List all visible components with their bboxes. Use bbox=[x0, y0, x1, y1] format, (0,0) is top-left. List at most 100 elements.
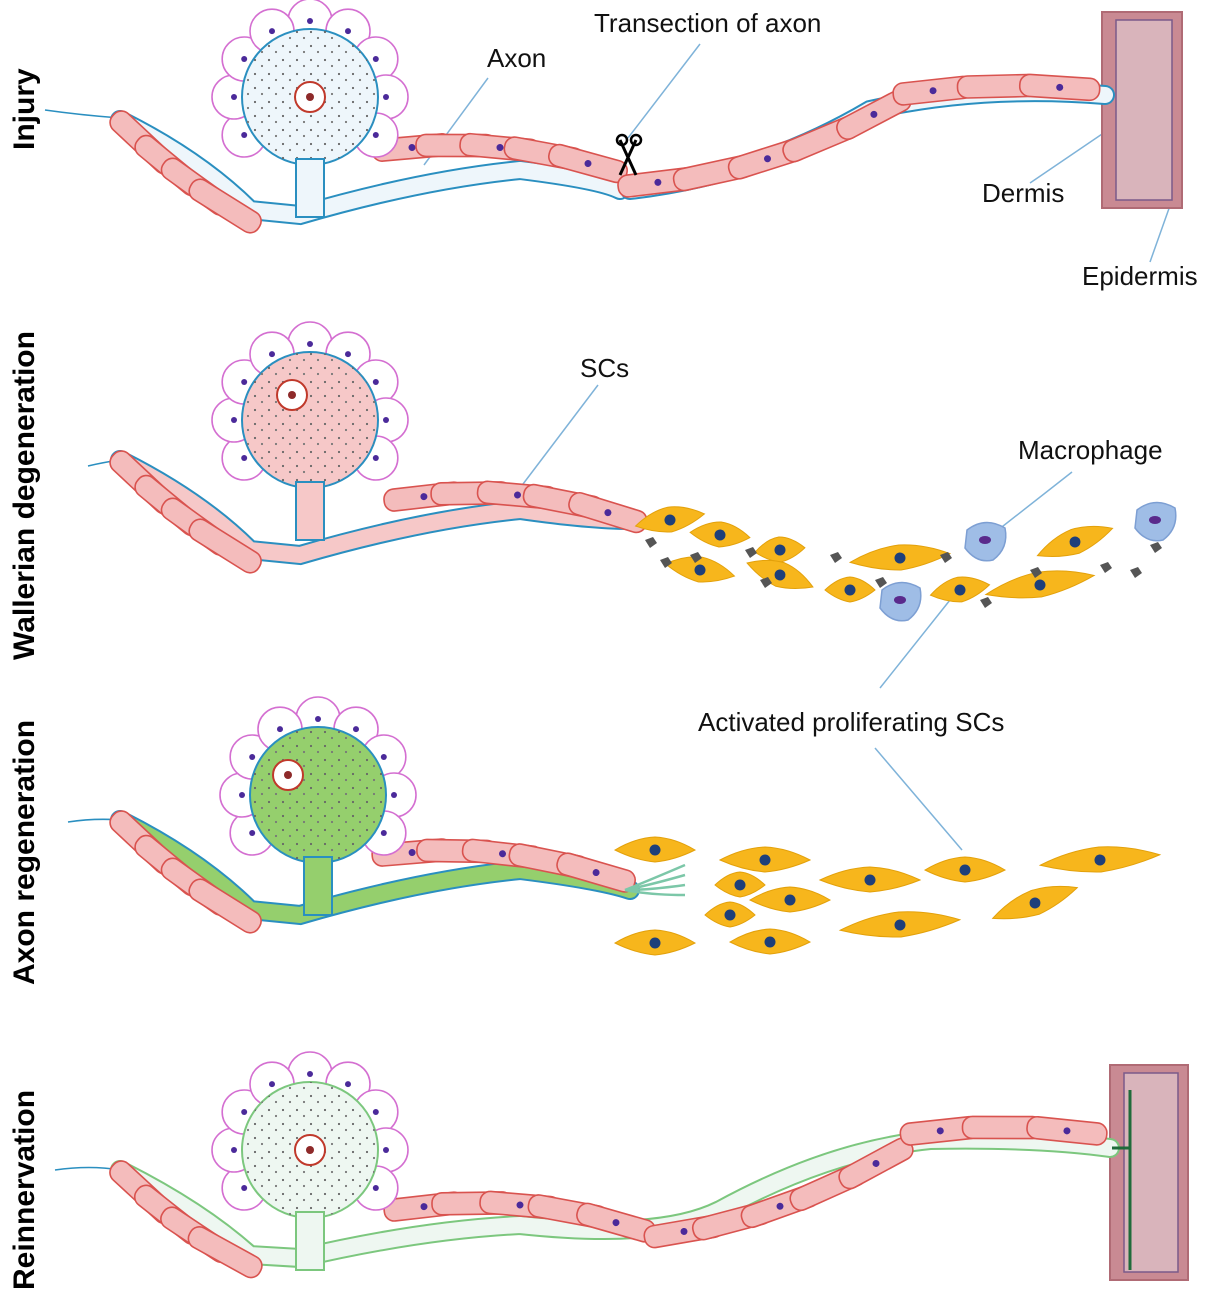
satellite-nucleus bbox=[239, 792, 245, 798]
schwann-nucleus bbox=[408, 849, 416, 857]
activated-schwann-cell bbox=[984, 570, 1096, 599]
schwann-nucleus bbox=[1056, 83, 1064, 91]
activated-schwann-cell bbox=[689, 521, 751, 548]
activated-sc-nucleus bbox=[784, 894, 796, 906]
schwann-nucleus bbox=[936, 1127, 944, 1135]
nerve-fiber bbox=[112, 452, 638, 564]
activated-schwann-cell bbox=[824, 576, 876, 603]
satellite-nucleus bbox=[383, 94, 389, 100]
activated-sc-nucleus bbox=[774, 569, 786, 581]
satellite-nucleus bbox=[383, 417, 389, 423]
satellite-nucleus bbox=[241, 379, 248, 385]
activated-sc-nucleus bbox=[1034, 579, 1046, 591]
activated-sc-nucleus bbox=[764, 936, 776, 948]
activated-sc-nucleus bbox=[774, 544, 786, 556]
activated-sc-nucleus bbox=[1069, 536, 1081, 548]
satellite-nucleus bbox=[231, 1147, 237, 1153]
activated-schwann-cell bbox=[748, 886, 832, 913]
satellite-nucleus bbox=[307, 1071, 313, 1077]
schwann-nucleus bbox=[929, 87, 937, 95]
satellite-nucleus bbox=[269, 1081, 275, 1088]
schwann-nucleus bbox=[776, 1202, 784, 1210]
proximal-axon-tail bbox=[44, 109, 121, 119]
activated-schwann-cell bbox=[1036, 525, 1114, 558]
schwann-nucleus bbox=[1063, 1127, 1071, 1135]
activated-schwann-cell bbox=[613, 929, 697, 956]
label-macrophage: Macrophage bbox=[1018, 435, 1163, 465]
activated-schwann-cell bbox=[754, 536, 806, 563]
myelin-debris bbox=[660, 557, 672, 568]
satellite-nucleus bbox=[231, 94, 237, 100]
activated-sc-nucleus bbox=[649, 844, 661, 856]
leader-transection bbox=[627, 43, 701, 139]
satellite-nucleus bbox=[269, 28, 275, 35]
schwann-cell bbox=[1018, 73, 1101, 102]
label-activated-scs: Activated proliferating SCs bbox=[698, 707, 1004, 737]
schwann-nucleus bbox=[680, 1227, 688, 1235]
satellite-nucleus bbox=[372, 132, 379, 138]
schwann-cell bbox=[899, 1115, 982, 1146]
satellite-nucleus bbox=[269, 351, 275, 358]
panel-title-injury: Injury bbox=[8, 68, 41, 150]
myelin-debris bbox=[875, 577, 887, 588]
schwann-nucleus bbox=[870, 110, 878, 118]
leader-activated-down bbox=[874, 747, 963, 851]
schwann-cell bbox=[556, 852, 636, 893]
schwann-cell bbox=[1026, 1115, 1108, 1146]
satellite-nucleus bbox=[231, 417, 237, 423]
activated-sc-nucleus bbox=[864, 874, 876, 886]
activated-schwann-cell bbox=[838, 911, 962, 938]
macrophage-nucleus bbox=[1149, 516, 1161, 524]
activated-sc-nucleus bbox=[894, 552, 906, 564]
macrophage-nucleus bbox=[894, 596, 906, 604]
activated-sc-nucleus bbox=[694, 564, 706, 576]
neuron-stem bbox=[295, 158, 325, 218]
label-axon: Axon bbox=[487, 43, 546, 73]
schwann-nucleus bbox=[584, 160, 592, 167]
neuron-nucleolus bbox=[306, 1146, 314, 1154]
satellite-nucleus bbox=[249, 830, 256, 836]
leader-epidermis bbox=[1149, 199, 1173, 263]
activated-sc-nucleus bbox=[959, 864, 971, 876]
activated-sc-nucleus bbox=[734, 879, 746, 891]
satellite-nucleus bbox=[277, 726, 283, 733]
activated-sc-nucleus bbox=[1029, 897, 1041, 909]
satellite-nucleus bbox=[307, 18, 313, 24]
neuron-nucleolus bbox=[306, 93, 314, 101]
schwann-nucleus bbox=[496, 144, 504, 151]
myelin-debris bbox=[1100, 562, 1112, 573]
leader-activated-up bbox=[879, 599, 951, 689]
schwann-cell bbox=[188, 178, 262, 234]
activated-sc-nucleus bbox=[1094, 854, 1106, 866]
label-transection: Transection of axon bbox=[594, 8, 821, 38]
satellite-nucleus bbox=[353, 726, 359, 733]
activated-sc-nucleus bbox=[714, 529, 726, 541]
myelin-debris bbox=[830, 552, 842, 563]
satellite-nucleus bbox=[372, 379, 379, 385]
activated-schwann-cell bbox=[714, 871, 766, 898]
scissors-handle-icon bbox=[629, 133, 643, 147]
schwann-nucleus bbox=[764, 155, 771, 163]
schwann-nucleus bbox=[612, 1219, 620, 1227]
satellite-nucleus bbox=[372, 455, 379, 461]
leader-dermis bbox=[1029, 129, 1109, 184]
activated-sc-nucleus bbox=[724, 909, 736, 921]
activated-sc-nucleus bbox=[759, 854, 771, 866]
leader-scs bbox=[519, 384, 599, 489]
activated-sc-nucleus bbox=[649, 937, 661, 949]
reinnervated-nerve-ending bbox=[1112, 1090, 1132, 1270]
skin-reinnervation-dermis bbox=[1123, 1072, 1179, 1273]
neuron-stem bbox=[295, 1211, 325, 1271]
activated-schwann-cell bbox=[704, 901, 756, 928]
schwann-nucleus bbox=[516, 1201, 524, 1209]
schwann-nucleus bbox=[408, 144, 416, 151]
panel-title-wallerian: Wallerian degeneration bbox=[8, 331, 41, 660]
satellite-nucleus bbox=[241, 1109, 248, 1115]
activated-schwann-cell bbox=[613, 836, 697, 863]
satellite-nucleus bbox=[372, 1185, 379, 1191]
schwann-nucleus bbox=[604, 509, 612, 517]
activated-schwann-cell bbox=[818, 866, 922, 893]
schwann-nucleus bbox=[514, 491, 521, 499]
leader-macrophage bbox=[997, 471, 1073, 531]
myelin-debris bbox=[1030, 567, 1042, 578]
